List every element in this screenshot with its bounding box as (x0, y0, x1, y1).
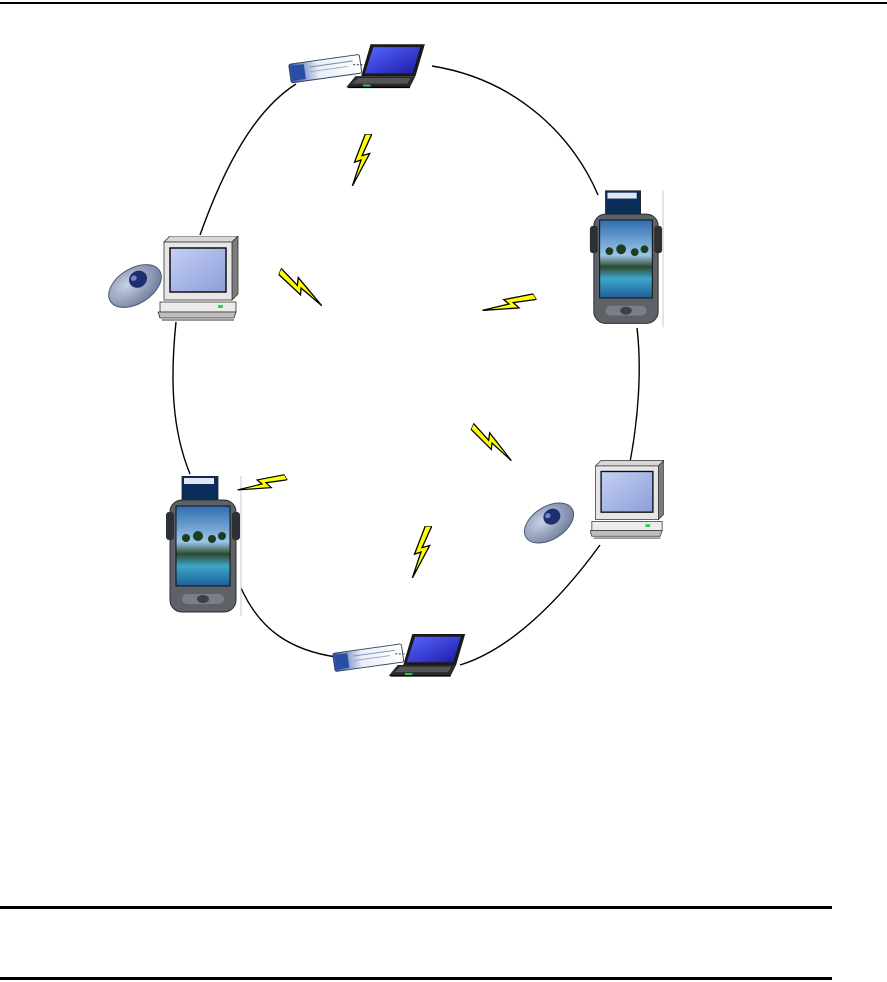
footer-rule-lower (0, 977, 832, 980)
pda-right-icon (590, 191, 663, 328)
wireless-link-icon (237, 464, 287, 505)
ring-connection (173, 66, 639, 665)
wireless-link-icon (466, 423, 519, 460)
wireless-link-icon (412, 526, 432, 578)
usb-adapter-left-icon (101, 256, 169, 316)
pda-left-icon (166, 476, 241, 616)
desktop-left-icon (158, 236, 238, 320)
wireless-link-icon (482, 283, 536, 327)
footer-rule-upper (0, 906, 832, 909)
laptop-top-icon (289, 44, 425, 87)
wireless-link-icon (274, 268, 330, 306)
laptop-bottom-icon (333, 634, 466, 676)
usb-adapter-right-icon (517, 495, 580, 552)
wireless-link-icon (352, 134, 372, 186)
network-diagram (0, 0, 887, 900)
desktop-right-icon (590, 460, 664, 538)
